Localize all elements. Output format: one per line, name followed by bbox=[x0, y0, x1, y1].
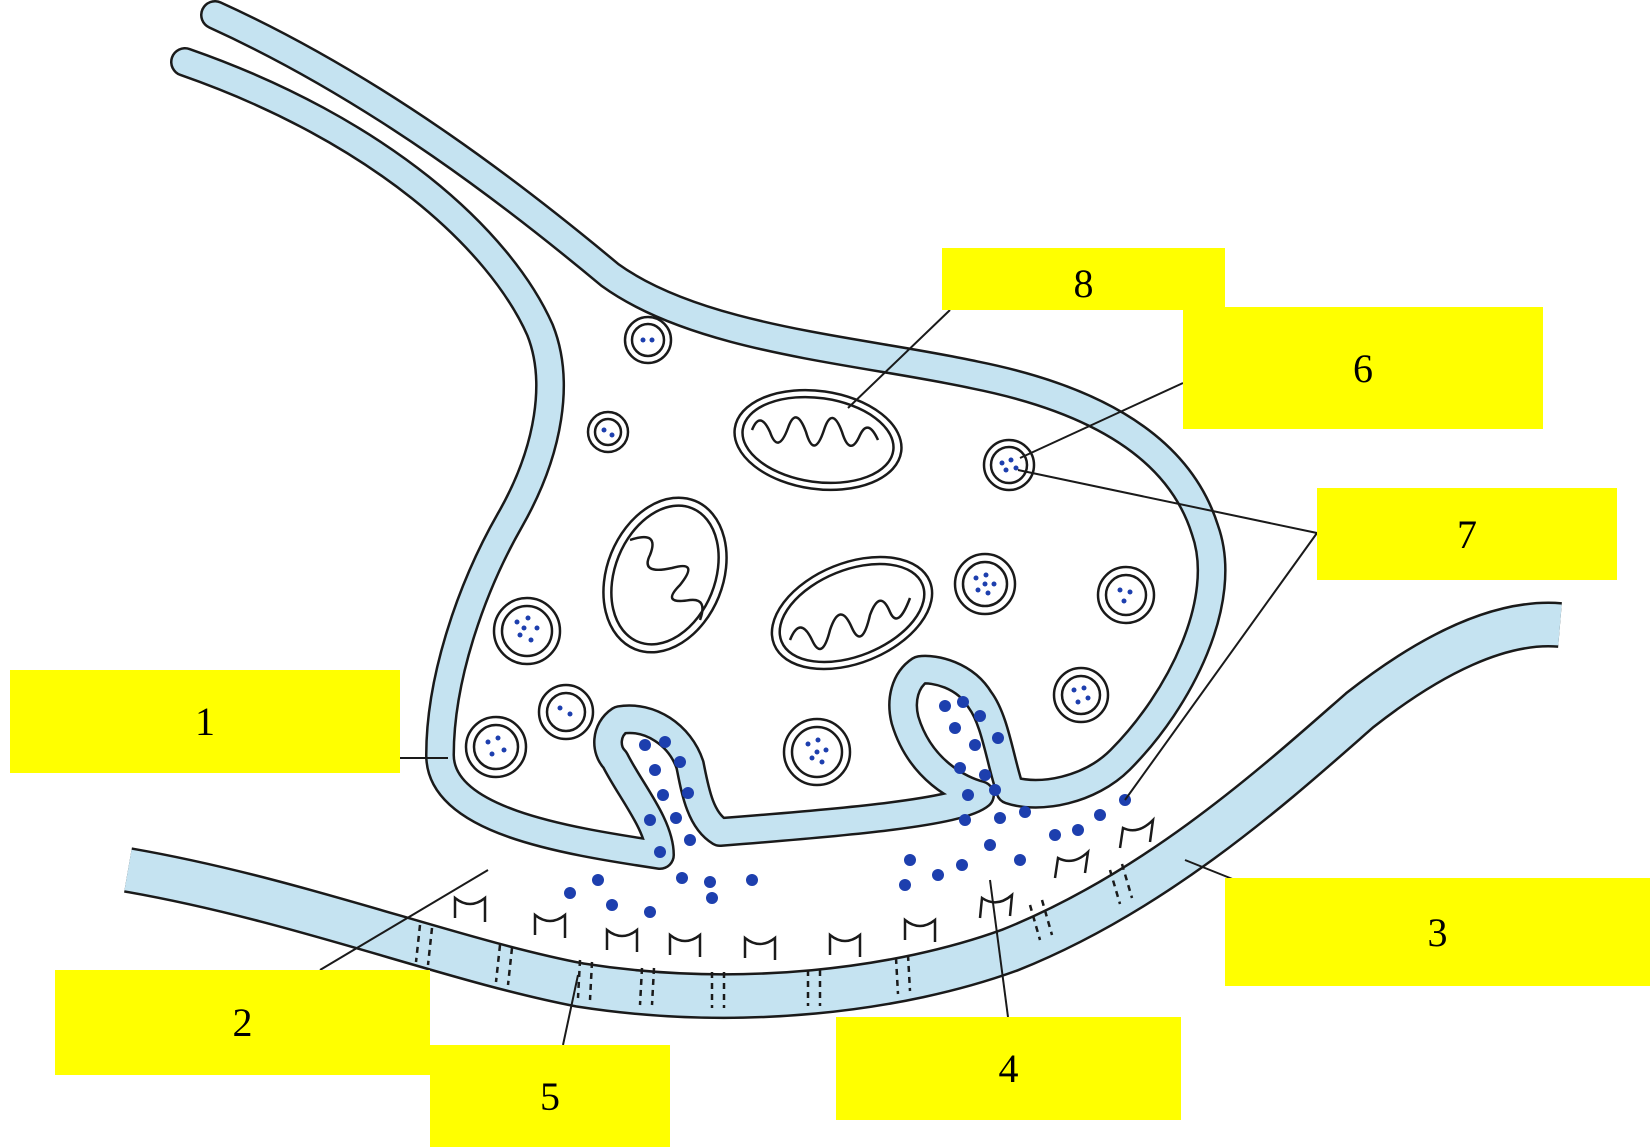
vesicle bbox=[625, 317, 671, 363]
vesicle bbox=[466, 717, 526, 777]
label-box-4: 4 bbox=[836, 1017, 1181, 1120]
label-4: 4 bbox=[999, 1045, 1019, 1092]
mitochondrion-left bbox=[581, 479, 748, 671]
label-8: 8 bbox=[1074, 260, 1094, 307]
vesicle bbox=[1098, 567, 1154, 623]
vesicle bbox=[494, 598, 560, 664]
label-1: 1 bbox=[195, 698, 215, 745]
label-7: 7 bbox=[1457, 511, 1477, 558]
label-5: 5 bbox=[540, 1073, 560, 1120]
label-6: 6 bbox=[1353, 345, 1373, 392]
mitochondrion-top bbox=[728, 380, 908, 500]
label-box-1: 1 bbox=[10, 670, 400, 773]
label-box-3: 3 bbox=[1225, 878, 1650, 986]
label-3: 3 bbox=[1428, 909, 1448, 956]
label-box-2: 2 bbox=[55, 970, 430, 1075]
label-box-7: 7 bbox=[1317, 488, 1617, 580]
label-box-8: 8 bbox=[942, 248, 1225, 310]
vesicle bbox=[984, 440, 1034, 490]
vesicle bbox=[539, 685, 593, 739]
vesicle bbox=[588, 412, 628, 452]
label-box-6: 6 bbox=[1183, 307, 1543, 429]
label-box-5: 5 bbox=[430, 1045, 670, 1147]
vesicle bbox=[1054, 668, 1108, 722]
mitochondria bbox=[581, 380, 948, 691]
label-2: 2 bbox=[233, 999, 253, 1046]
